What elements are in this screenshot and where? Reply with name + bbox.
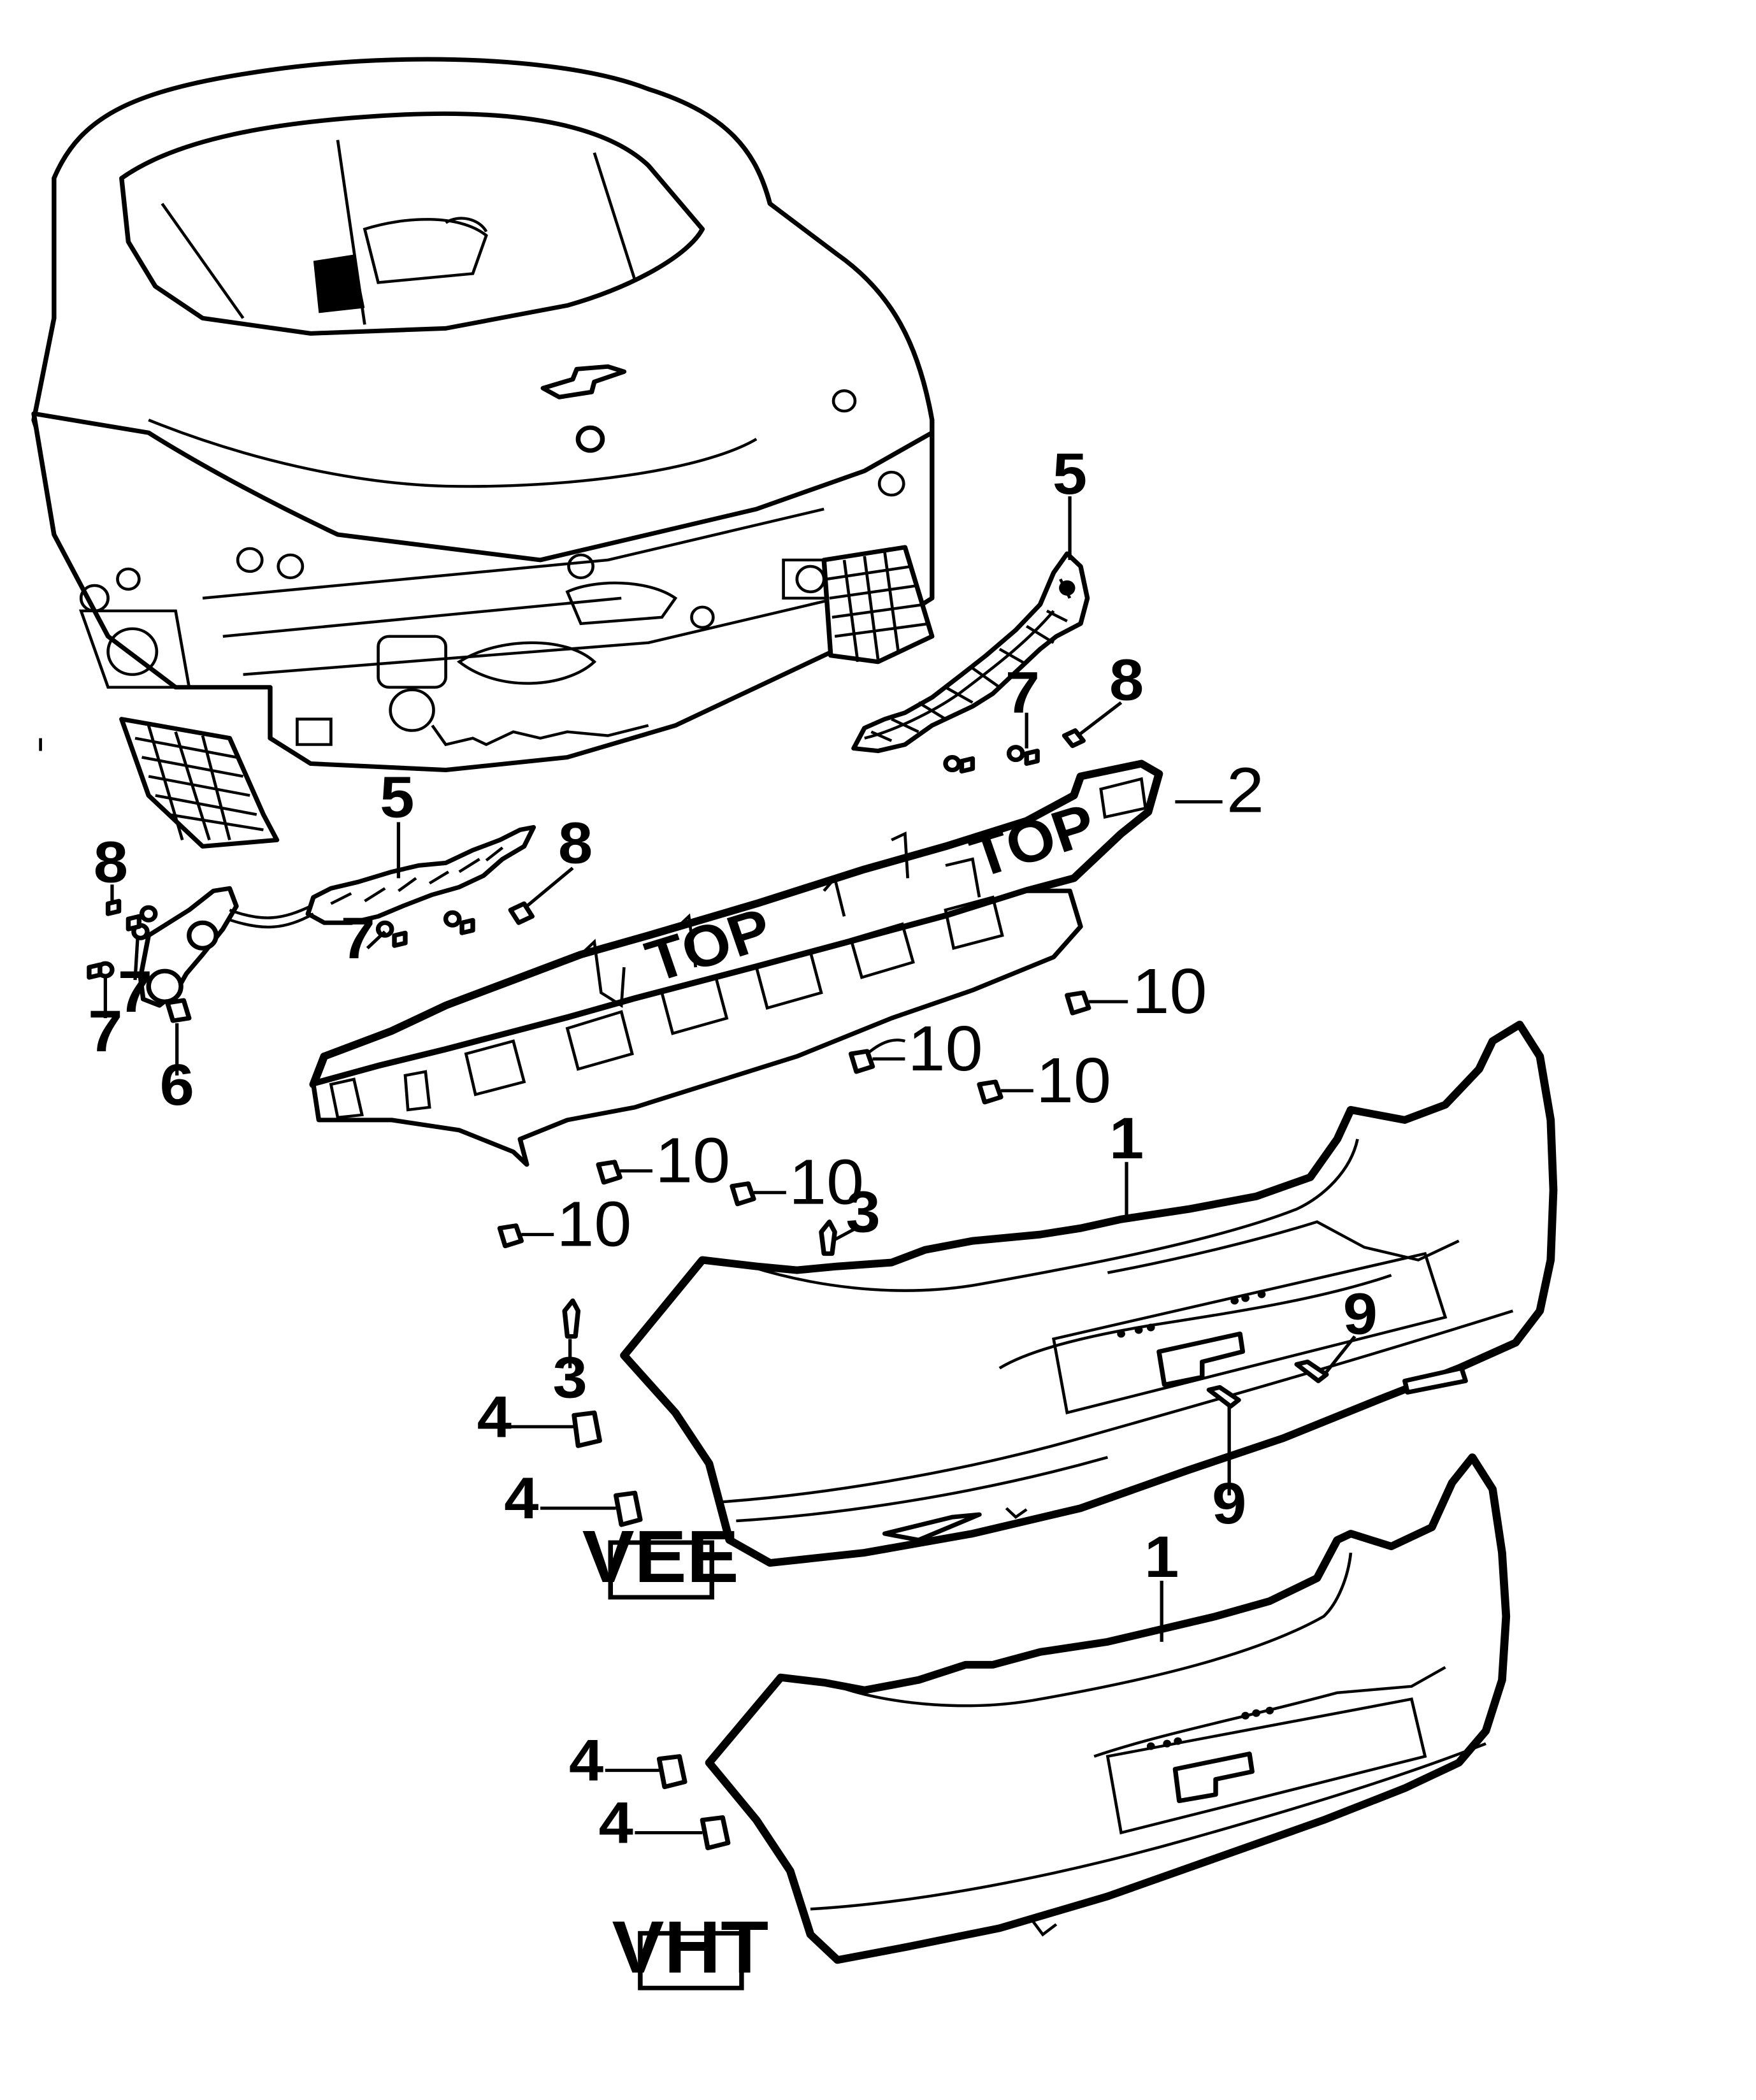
callout-8-right: 8: [1109, 647, 1144, 713]
callout-10-d: 10: [655, 1125, 730, 1197]
callout-10-b: 10: [908, 1013, 983, 1084]
callout-1-upper: 1: [1109, 1105, 1144, 1171]
side-bracket-right: [851, 551, 1090, 754]
callout-10-f: 10: [556, 1188, 631, 1260]
callout-4-d: 4: [599, 1790, 634, 1856]
option-code-vee: VEE: [582, 1516, 739, 1600]
callout-10-a: 10: [1132, 956, 1207, 1027]
callout-2: 2: [1227, 754, 1264, 826]
callout-8-left: 8: [94, 830, 128, 895]
callout-3-lower: 3: [553, 1345, 587, 1411]
bumper-fascia-vee: [620, 1021, 1558, 1567]
callout-7-middle: 7: [341, 906, 375, 972]
vehicle-rear-body: [31, 57, 935, 849]
leader-lines: [103, 496, 1357, 1835]
option-code-vht: VHT: [612, 1906, 768, 1990]
callout-5-right: 5: [1053, 442, 1087, 507]
callout-10-c: 10: [1036, 1045, 1111, 1116]
energy-absorber: TOP TOP: [309, 759, 1163, 1167]
callout-6: 6: [160, 1052, 194, 1118]
callout-4-b: 4: [504, 1466, 539, 1532]
callout-5-left: 5: [380, 765, 414, 830]
callout-8-middle: 8: [558, 810, 593, 876]
option-code-vht-text: VHT: [612, 1906, 768, 1989]
fasteners: [87, 728, 1329, 1850]
callout-7-left-lower: 7: [88, 999, 122, 1065]
callout-9-lower: 9: [1212, 1471, 1246, 1537]
callout-4-c: 4: [569, 1728, 604, 1794]
callout-7-left-upper: 7: [118, 960, 152, 1025]
callout-9-upper: 9: [1343, 1281, 1378, 1347]
option-code-vee-text: VEE: [582, 1516, 739, 1598]
callout-10-e: 10: [789, 1147, 864, 1218]
callout-labels: 5 5 2 8 8 8 7 7 7 7 6 10 10 10 10 10 10 …: [88, 442, 1378, 1856]
callout-7-right: 7: [1005, 660, 1040, 726]
side-bracket-left: [138, 824, 536, 1023]
callout-1-lower: 1: [1144, 1525, 1179, 1590]
callout-3-upper: 3: [846, 1179, 881, 1245]
bumper-fascia-vht: [705, 1453, 1511, 1964]
callout-4-a: 4: [477, 1384, 512, 1450]
